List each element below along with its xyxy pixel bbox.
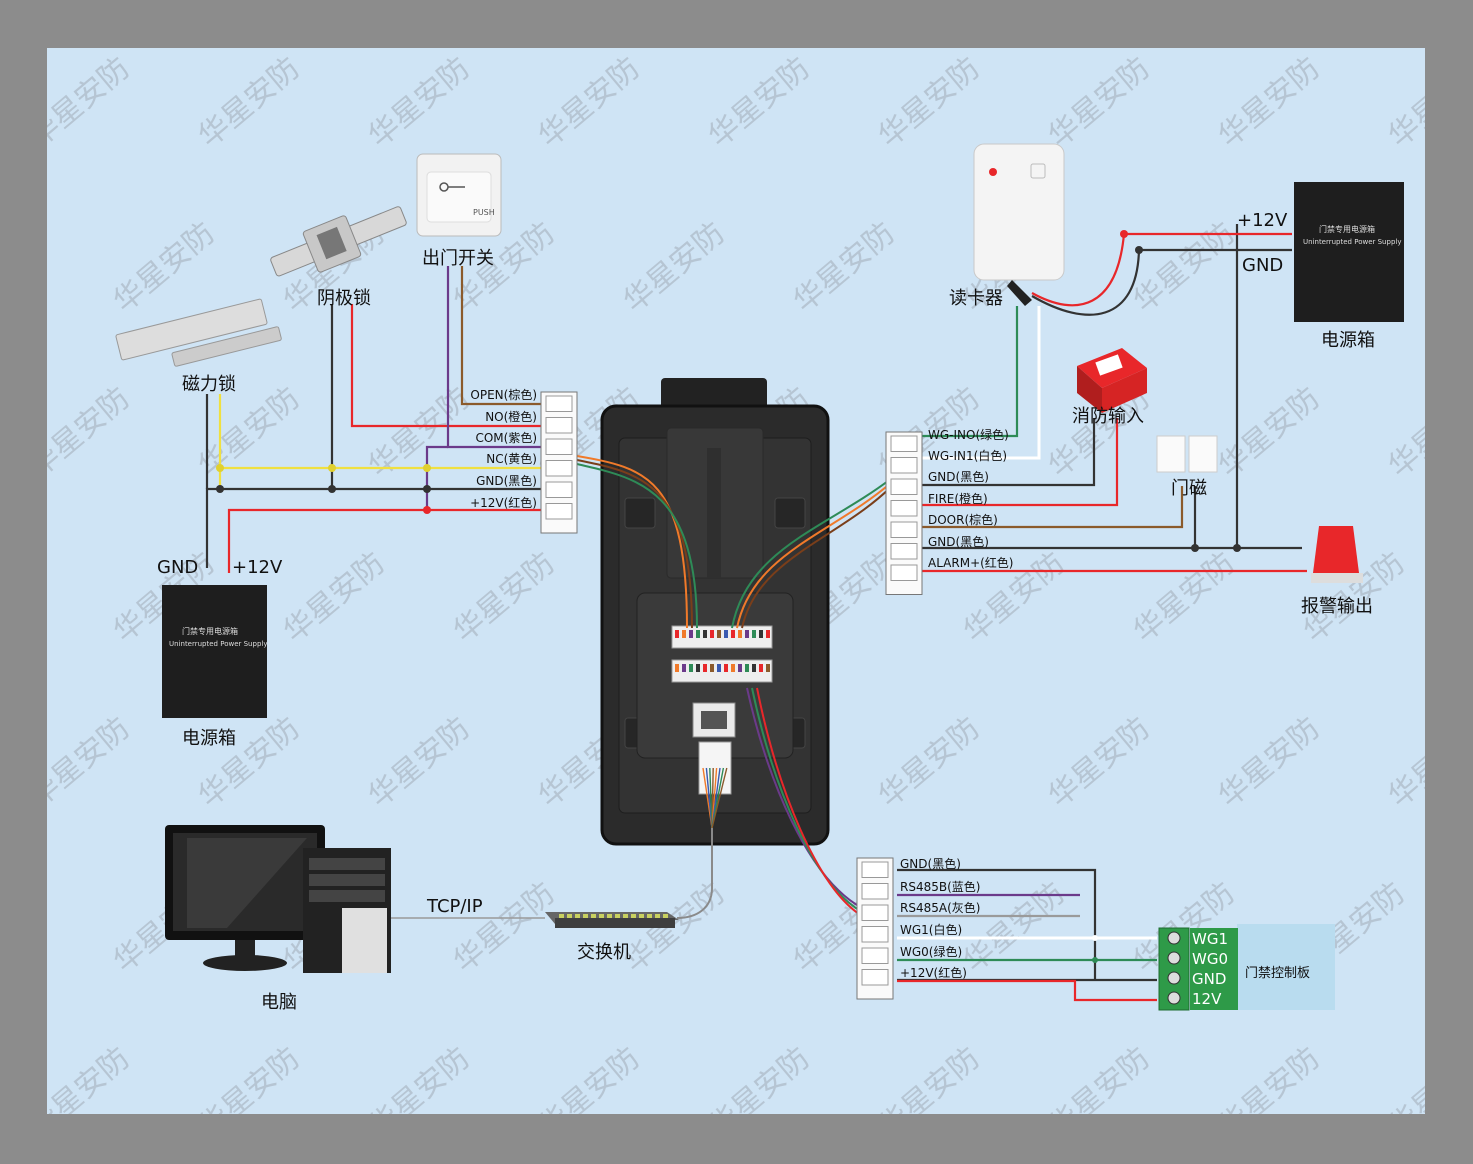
- fire-button-device: [1077, 348, 1147, 413]
- control-board-pin-label: GND: [1192, 970, 1227, 988]
- terminal-slot: [890, 435, 918, 452]
- right-terminal-pin-label: FIRE(橙色): [928, 492, 988, 506]
- door-sensor-device: [1156, 435, 1218, 473]
- exit-button-label: 出门开关: [422, 248, 494, 269]
- terminal-slot: [861, 969, 889, 986]
- terminal-slot: [545, 417, 573, 434]
- psu-right-12v-label: +12V: [1237, 210, 1288, 231]
- bottom-terminal-pin-label: WG0(绿色): [900, 945, 963, 959]
- computer-device: [165, 825, 391, 973]
- bottom-terminal-pin-label: +12V(红色): [900, 966, 967, 980]
- control-board-pin-label: WG1: [1192, 930, 1228, 948]
- exit-button-device: [416, 153, 502, 237]
- terminal-slot: [545, 481, 573, 498]
- wiring-diagram: [115, 143, 1404, 1011]
- bottom-terminal-pin-label: GND(黑色): [900, 857, 961, 871]
- switch-label: 交换机: [577, 942, 631, 963]
- right-terminal-pin-label: WG-INO(绿色): [928, 428, 1009, 442]
- diagram-canvas: 华星安防华星安防华星安防华星安防华星安防华星安防华星安防华星安防华星安防华星安防…: [47, 48, 1425, 1114]
- cathode-lock-device: [270, 206, 407, 277]
- left-terminal-pin-label: OPEN(棕色): [470, 388, 537, 402]
- control-board-device: [1158, 924, 1335, 1011]
- tcpip-label: TCP/IP: [427, 896, 483, 917]
- left-terminal-pin-label: +12V(红色): [470, 496, 537, 510]
- left-terminal-pin-label: NO(橙色): [485, 410, 537, 424]
- psu-right-device: [1294, 182, 1404, 322]
- psu-left-box-subtitle: Uninterrupted Power Supply: [169, 640, 268, 648]
- psu-right-label: 电源箱: [1321, 330, 1375, 351]
- terminal-slot: [890, 500, 918, 517]
- mag-lock-label: 磁力锁: [182, 374, 236, 395]
- bottom-terminal-pin-label: RS485A(灰色): [900, 901, 981, 915]
- cathode-lock-label: 阴极锁: [317, 288, 371, 309]
- terminal-slot: [890, 478, 918, 495]
- rj45-port: [692, 702, 736, 738]
- terminal-slot: [861, 926, 889, 943]
- psu-left-12v-label: +12V: [232, 557, 283, 578]
- alarm-light-device: [1311, 526, 1363, 583]
- left-terminal-pin-label: GND(黑色): [476, 474, 537, 488]
- mag-lock-device: [115, 298, 282, 367]
- terminal-slot: [890, 543, 918, 560]
- left-terminal-block: [540, 391, 578, 534]
- door-sensor-label: 门磁: [1171, 478, 1207, 499]
- junction-dots: [216, 230, 1241, 963]
- psu-right-gnd-label: GND: [1242, 255, 1284, 276]
- controller-connector-bottom: [671, 659, 773, 683]
- right-terminal-pin-label: WG-IN1(白色): [928, 449, 1008, 463]
- terminal-slot: [861, 904, 889, 921]
- card-reader-device: [973, 143, 1065, 306]
- right-terminal-pin-label: ALARM+(红色): [928, 556, 1014, 570]
- psu-left-box-title: 门禁专用电源箱: [182, 627, 238, 636]
- right-terminal-pin-label: DOOR(棕色): [928, 513, 998, 527]
- terminal-slot: [545, 503, 573, 520]
- access-controller: [600, 378, 830, 846]
- left-terminal-pin-label: NC(黄色): [486, 452, 537, 466]
- psu-left-device: [162, 585, 267, 718]
- terminal-slot: [861, 861, 889, 878]
- psu-right-box-title: 门禁专用电源箱: [1319, 225, 1375, 234]
- right-terminal-pin-label: GND(黑色): [928, 535, 989, 549]
- psu-left-label: 电源箱: [182, 728, 236, 749]
- bottom-terminal-pin-label: WG1(白色): [900, 923, 963, 937]
- card-reader-label: 读卡器: [949, 288, 1003, 309]
- terminal-slot: [890, 521, 918, 538]
- psu-right-box-subtitle: Uninterrupted Power Supply: [1303, 238, 1402, 246]
- psu-left-gnd-label: GND: [157, 557, 199, 578]
- control-board-label: 门禁控制板: [1245, 966, 1311, 981]
- control-board-pin-label: WG0: [1192, 950, 1228, 968]
- terminal-slot: [861, 883, 889, 900]
- exit-button-push-text: PUSH: [473, 208, 495, 217]
- bottom-terminal-pin-label: RS485B(蓝色): [900, 880, 981, 894]
- left-terminal-pin-label: COM(紫色): [475, 431, 537, 445]
- right-terminal-block: [885, 431, 923, 595]
- terminal-slot: [890, 564, 918, 581]
- fire-input-label: 消防输入: [1072, 406, 1144, 427]
- terminal-slot: [861, 947, 889, 964]
- control-board-pin-label: 12V: [1192, 990, 1222, 1008]
- alarm-output-label: 报警输出: [1301, 596, 1373, 617]
- terminal-slot: [545, 438, 573, 455]
- bottom-terminal-block: [856, 857, 894, 1000]
- right-terminal-pin-label: GND(黑色): [928, 470, 989, 484]
- terminal-slot: [890, 457, 918, 474]
- wires: [205, 224, 1307, 1002]
- network-switch-device: [545, 912, 679, 928]
- controller-connector-top: [671, 625, 773, 649]
- terminal-slot: [545, 460, 573, 477]
- computer-label: 电脑: [261, 992, 297, 1013]
- terminal-slot: [545, 395, 573, 412]
